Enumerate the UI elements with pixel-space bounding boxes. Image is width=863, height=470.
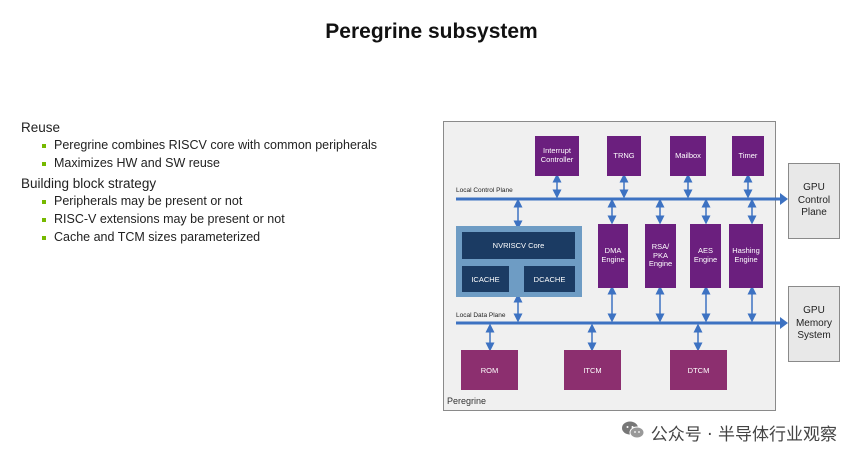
gpu-control-plane-box: GPU Control Plane [788,163,840,239]
interrupt-controller-block: Interrupt Controller [535,136,579,176]
dcache-block: DCACHE [524,266,575,292]
watermark-text: 公众号 · 半导体行业观察 [650,425,837,445]
data-plane-label: Local Data Plane [456,312,506,319]
aes-engine-block: AES Engine [690,224,721,288]
bullet-item: Peregrine combines RISCV core with commo… [42,138,421,152]
mailbox-block: Mailbox [670,136,706,176]
dma-engine-block: DMA Engine [598,224,628,288]
dtcm-block: DTCM [670,350,727,390]
bullet-item: RISC-V extensions may be present or not [42,212,421,226]
section-heading-reuse: Reuse [21,120,61,135]
rsa-pka-engine-block: RSA/ PKA Engine [645,224,676,288]
itcm-block: ITCM [564,350,621,390]
wechat-icon [621,420,645,445]
trng-block: TRNG [607,136,641,176]
icache-block: ICACHE [462,266,509,292]
bullet-list: Reuse Peregrine combines RISCV core with… [21,120,421,248]
control-plane-label: Local Control Plane [456,187,513,194]
nvriscv-core-block: NVRISCV Core [462,232,575,259]
hashing-engine-block: Hashing Engine [729,224,763,288]
gpu-memory-system-box: GPU Memory System [788,286,840,362]
page-title: Peregrine subsystem [325,20,538,43]
bullet-item: Peripherals may be present or not [42,194,421,208]
container-label: Peregrine [447,396,487,406]
rom-block: ROM [461,350,518,390]
timer-block: Timer [732,136,764,176]
section-heading-building-block: Building block strategy [21,176,157,191]
bullet-item: Cache and TCM sizes parameterized [42,230,421,244]
bullet-item: Maximizes HW and SW reuse [42,156,421,170]
watermark: 公众号 · 半导体行业观察 [621,420,837,445]
